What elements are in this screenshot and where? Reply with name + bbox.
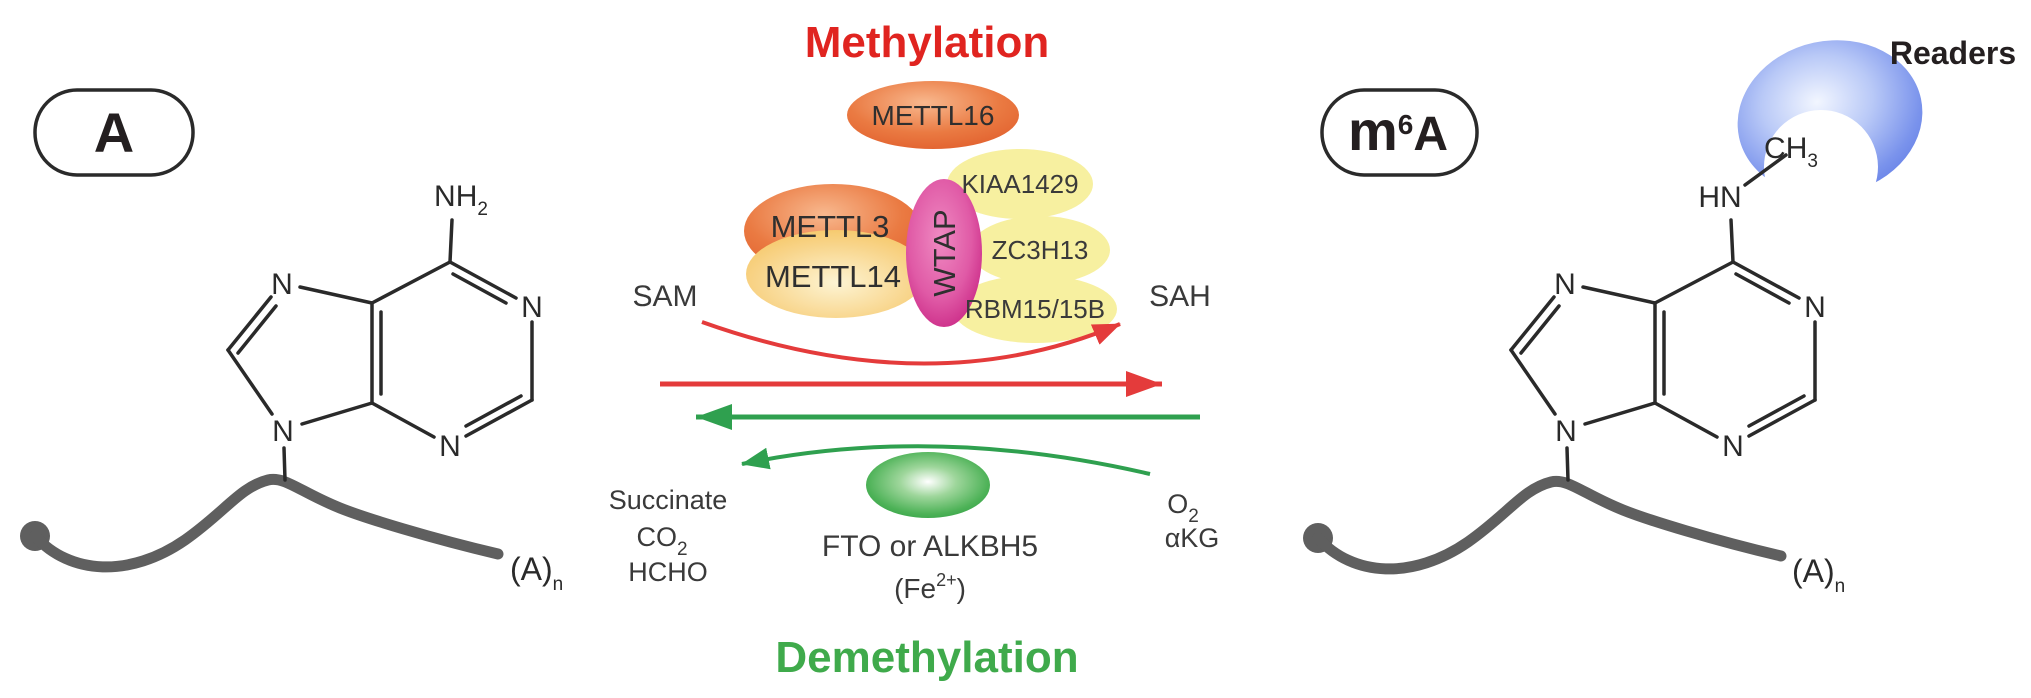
- eraser-oval: [866, 452, 990, 518]
- n7-atom-label-right: N: [1554, 268, 1576, 301]
- mettl16-label: METTL16: [872, 100, 995, 131]
- o2-label: O2: [1167, 489, 1199, 527]
- left-adenosine-structure: A (A)n N N N N NH2: [20, 88, 563, 595]
- rna-strand: [29, 473, 504, 573]
- bond-c8-n9: [226, 348, 274, 416]
- bond-n7-c8-double-right: [1519, 304, 1561, 355]
- sah-label: SAH: [1149, 280, 1211, 313]
- n7-atom-label: N: [271, 268, 293, 301]
- mettl14-label: METTL14: [765, 259, 901, 294]
- demethylation-products: Succinate CO2 HCHO: [609, 485, 728, 587]
- rna-strand-right: [1312, 475, 1787, 575]
- m6a-badge: [1320, 88, 1479, 177]
- bond-c5-c6-right: [1653, 260, 1735, 305]
- bond-n9-c4: [300, 401, 374, 426]
- bond-n9-ribose-right: [1565, 446, 1570, 482]
- eraser-enzymes-label: FTO or ALKBH5: [822, 530, 1038, 563]
- bond-c2-n3-right: [1747, 398, 1817, 438]
- m6a-ring-bonds: [1509, 153, 1817, 482]
- n9-atom-label-right: N: [1555, 415, 1577, 448]
- m6a-badge-label: m6A: [1348, 99, 1448, 162]
- bond-c6-nh2: [448, 218, 454, 264]
- bond-c5-n7: [298, 285, 374, 305]
- bond-c6-n1: [448, 260, 518, 300]
- rbm15-oval: [953, 275, 1117, 343]
- sam-to-sah-curve-arrow: [701, 320, 1121, 366]
- mettl16-oval: [847, 81, 1019, 149]
- hcho-label: HCHO: [628, 557, 708, 587]
- kiaa1429-label: KIAA1429: [961, 169, 1078, 199]
- bond-n7-c8-double: [236, 304, 278, 355]
- right-m6a-structure: m6A Readers (A)n N: [1303, 35, 2016, 597]
- bond-c6-n1-right: [1731, 260, 1801, 300]
- demethylation-substrates: O2 αKG: [1165, 489, 1220, 553]
- methylation-title: Methylation: [805, 18, 1049, 67]
- adenosine-badge-label: A: [94, 101, 134, 164]
- bond-n7-c8: [226, 295, 273, 352]
- bond-n9-c4-right: [1583, 401, 1657, 426]
- zc3h13-oval: [970, 216, 1110, 284]
- bond-c6-n1-double-right: [1734, 272, 1791, 305]
- reaction-arrows: SAM SAH Succinate CO2 HCHO O2 αKG: [609, 280, 1220, 587]
- bond-c5-n7-right: [1581, 285, 1657, 305]
- n1-atom-label-right: N: [1804, 291, 1826, 324]
- bond-c2-n3-double-right: [1747, 394, 1806, 428]
- n9-atom-label: N: [272, 415, 294, 448]
- amine-group-label: NH2: [434, 180, 488, 220]
- bond-c8-n9-right: [1509, 348, 1557, 416]
- n3-atom-label: N: [439, 430, 461, 463]
- wtap-label: WTAP: [927, 209, 962, 296]
- bond-c5-c6: [370, 260, 452, 305]
- bond-hn-ch3: [1743, 153, 1788, 187]
- adenosine-badge: [33, 88, 195, 177]
- eraser-section: FTO or ALKBH5 (Fe2+) Demethylation: [775, 452, 1079, 682]
- kiaa1429-oval: [947, 149, 1093, 219]
- poly-a-tail-label: (A)n: [510, 551, 563, 595]
- eraser-cofactor-label: (Fe2+): [894, 570, 966, 604]
- bond-n7-c8-right: [1509, 295, 1556, 352]
- n1-atom-label: N: [521, 291, 543, 324]
- succinate-label: Succinate: [609, 485, 728, 515]
- bond-c2-n3-double: [464, 394, 523, 428]
- akg-to-succinate-curve-arrow: [741, 444, 1151, 476]
- mettl3-label: METTL3: [771, 209, 890, 244]
- hn-group-label: HN: [1698, 181, 1741, 214]
- bond-n9-ribose: [282, 446, 287, 482]
- poly-a-tail-label-right: (A)n: [1792, 553, 1845, 597]
- readers-label: Readers: [1890, 35, 2016, 71]
- bond-c6-n1-double: [451, 272, 508, 305]
- mettl14-oval: [746, 230, 926, 318]
- demethylation-title: Demethylation: [775, 633, 1078, 682]
- rbm15-label: RBM15/15B: [965, 294, 1105, 324]
- bond-n3-c4-right: [1653, 401, 1719, 439]
- writer-complex: Methylation METTL16 METTL3 METTL14 WTAP …: [744, 18, 1117, 343]
- wtap-oval: [906, 179, 982, 327]
- n3-atom-label-right: N: [1722, 430, 1744, 463]
- akg-label: αKG: [1165, 523, 1220, 553]
- zc3h13-label: ZC3H13: [992, 235, 1089, 265]
- bond-c6-hn: [1729, 218, 1735, 264]
- co2-label: CO2: [636, 522, 687, 560]
- bond-n3-c4: [370, 401, 436, 439]
- bond-c2-n3: [464, 398, 534, 438]
- sam-label: SAM: [632, 280, 697, 313]
- methyl-group-label: CH3: [1764, 132, 1818, 172]
- adenine-ring-bonds: [226, 218, 534, 482]
